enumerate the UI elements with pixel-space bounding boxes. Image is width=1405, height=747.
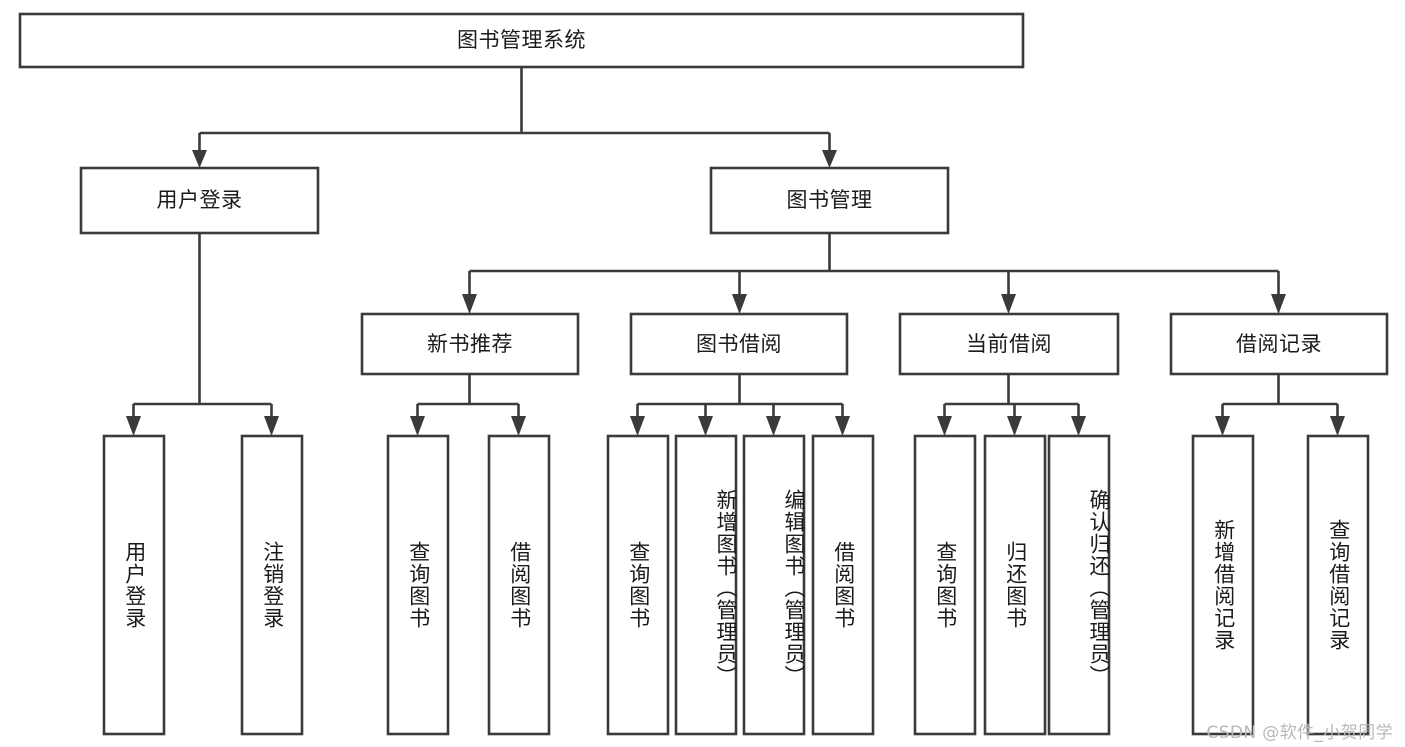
node-box-leaf-query-borrow-record[interactable] (1306, 434, 1370, 736)
arrow-to-leaf-add-book-admin (698, 416, 713, 436)
node-box-user-login[interactable] (79, 166, 320, 235)
arrow-to-leaf-logout (264, 416, 279, 436)
arrow-to-leaf-borrow-book-2 (835, 416, 850, 436)
arrow-to-leaf-query-book-1 (410, 416, 425, 436)
node-box-leaf-logout[interactable] (240, 434, 304, 736)
node-box-current-borrow[interactable] (898, 312, 1120, 376)
arrow-to-leaf-edit-book-admin (766, 416, 781, 436)
node-box-leaf-return-book[interactable] (983, 434, 1047, 736)
node-box-leaf-confirm-return[interactable] (1047, 434, 1111, 736)
watermark-text: CSDN @软件_小贺同学 (1206, 723, 1393, 743)
node-box-leaf-borrow-book-2[interactable] (811, 434, 875, 736)
arrow-to-leaf-confirm-return (1071, 416, 1086, 436)
node-box-leaf-edit-book-admin[interactable] (742, 434, 806, 736)
node-box-leaf-query-book-3[interactable] (913, 434, 977, 736)
node-box-borrow-record[interactable] (1169, 312, 1389, 376)
node-box-leaf-user-login[interactable] (102, 434, 166, 736)
arrow-to-borrow-record (1271, 294, 1286, 314)
arrow-to-leaf-query-borrow-record (1330, 416, 1345, 436)
connectors (126, 67, 1345, 436)
arrow-to-user-login (192, 150, 207, 168)
node-box-leaf-query-book-2[interactable] (606, 434, 670, 736)
node-box-book-manage[interactable] (709, 166, 950, 235)
arrow-to-leaf-user-login (126, 416, 141, 436)
arrow-to-current-borrow (1001, 294, 1016, 314)
arrow-to-leaf-query-book-2 (630, 416, 645, 436)
arrow-to-new-book-rec (462, 294, 477, 314)
node-boxes (18, 12, 1389, 736)
node-box-leaf-borrow-book-1[interactable] (487, 434, 551, 736)
arrow-to-book-borrow (732, 294, 747, 314)
arrow-to-leaf-add-borrow-record (1215, 416, 1230, 436)
node-box-leaf-add-borrow-record[interactable] (1191, 434, 1255, 736)
arrow-to-leaf-return-book (1007, 416, 1022, 436)
node-box-new-book-rec[interactable] (360, 312, 580, 376)
node-box-book-borrow[interactable] (629, 312, 849, 376)
node-box-root[interactable] (18, 12, 1025, 69)
arrow-to-leaf-query-book-3 (937, 416, 952, 436)
node-box-leaf-query-book-1[interactable] (386, 434, 450, 736)
arrow-to-book-manage (822, 150, 837, 168)
arrow-to-leaf-borrow-book-1 (511, 416, 526, 436)
node-box-leaf-add-book-admin[interactable] (674, 434, 738, 736)
